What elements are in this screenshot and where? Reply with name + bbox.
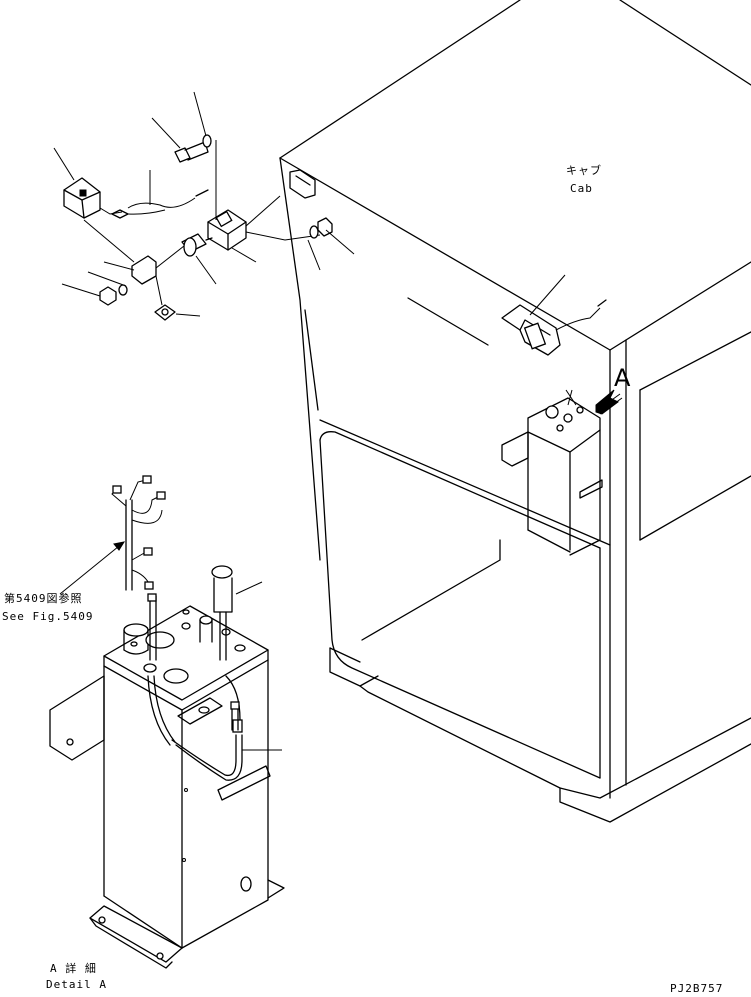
stay [83,219,185,306]
detail-leaders [59,541,282,751]
cab-outline [279,0,751,823]
work-lamp [63,177,101,219]
cab-tank-small [501,389,603,556]
reference-label-ja: 第5409図参照 [4,592,83,605]
washer [202,134,212,148]
lamp-wiring [99,170,209,219]
reference-label-en: See Fig.5409 [2,610,94,623]
cab-nut-washer [309,217,333,239]
leader-lines [53,91,577,406]
nut [99,284,176,321]
cab-label-en: Cab [570,182,593,195]
lamp-bracket [207,140,321,251]
detail-harness [111,475,240,731]
detail-a-label-ja: A 詳 細 [50,962,97,975]
cab-roof-bracket [289,169,316,199]
bolt [174,141,209,163]
view-arrow-a [595,389,623,415]
connector [181,233,213,257]
detail-a-label-en: Detail A [46,978,107,991]
view-a-label: A [614,364,631,392]
cab-lamp-mount [501,274,607,356]
detail-tank [49,565,285,969]
cab-label-ja: キャブ [566,164,602,177]
drawing-number: PJ2B757 [670,982,724,995]
